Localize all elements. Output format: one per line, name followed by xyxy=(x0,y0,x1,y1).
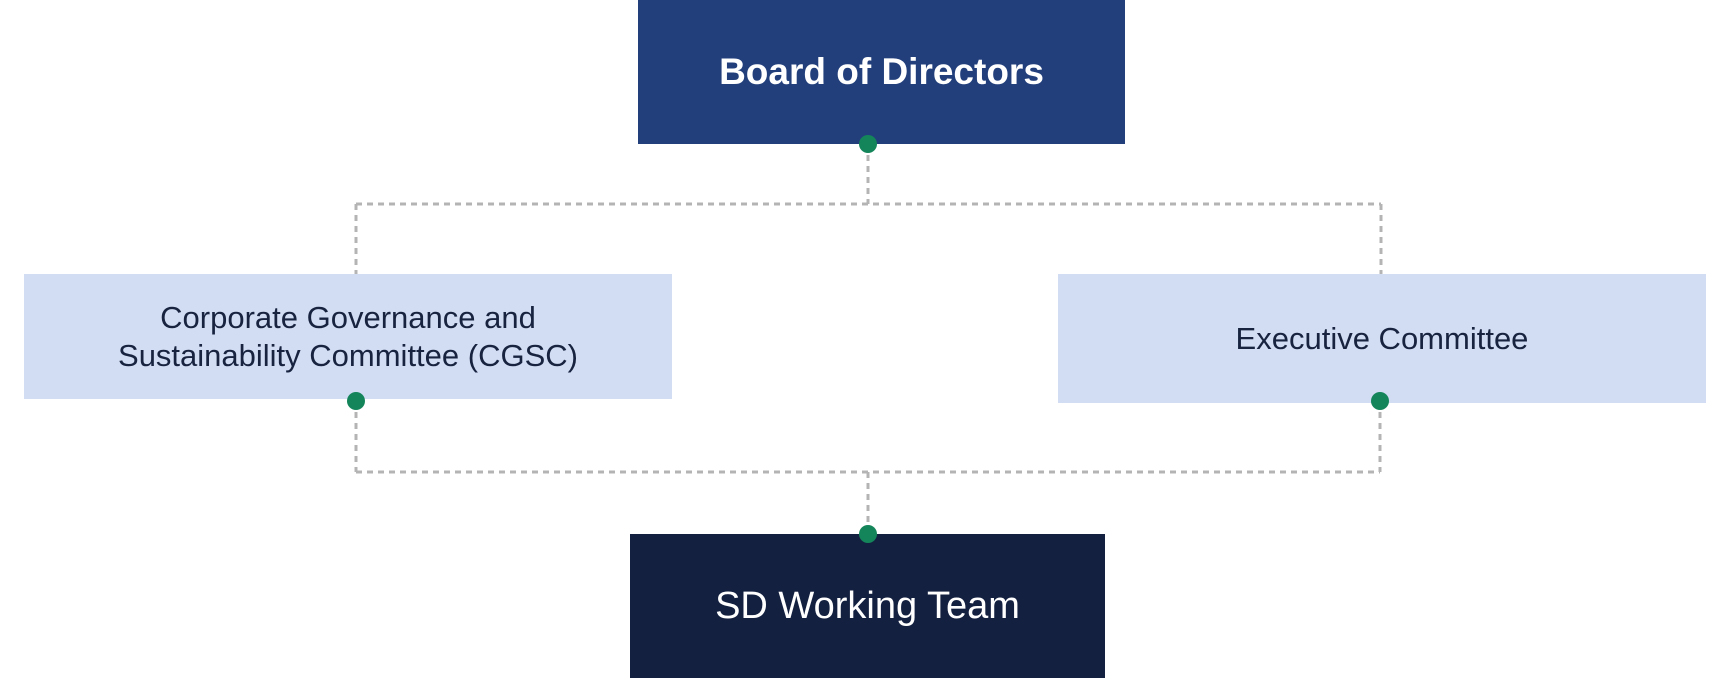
node-executive-committee: Executive Committee xyxy=(1058,274,1706,403)
node-board-label: Board of Directors xyxy=(719,51,1044,92)
connector-dot-board xyxy=(859,135,877,153)
connector-dot-exec xyxy=(1371,392,1389,410)
node-sd-working-team: SD Working Team xyxy=(630,534,1105,678)
node-cgsc: Corporate Governance and Sustainability … xyxy=(24,274,672,399)
node-exec-label: Executive Committee xyxy=(1235,320,1529,356)
connector-dot-sd-team xyxy=(859,525,877,543)
node-cgsc-label: Corporate Governance and Sustainability … xyxy=(118,299,578,373)
connector-dot-cgsc xyxy=(347,392,365,410)
node-sd-label: SD Working Team xyxy=(715,584,1020,627)
node-board-of-directors: Board of Directors xyxy=(638,0,1125,144)
